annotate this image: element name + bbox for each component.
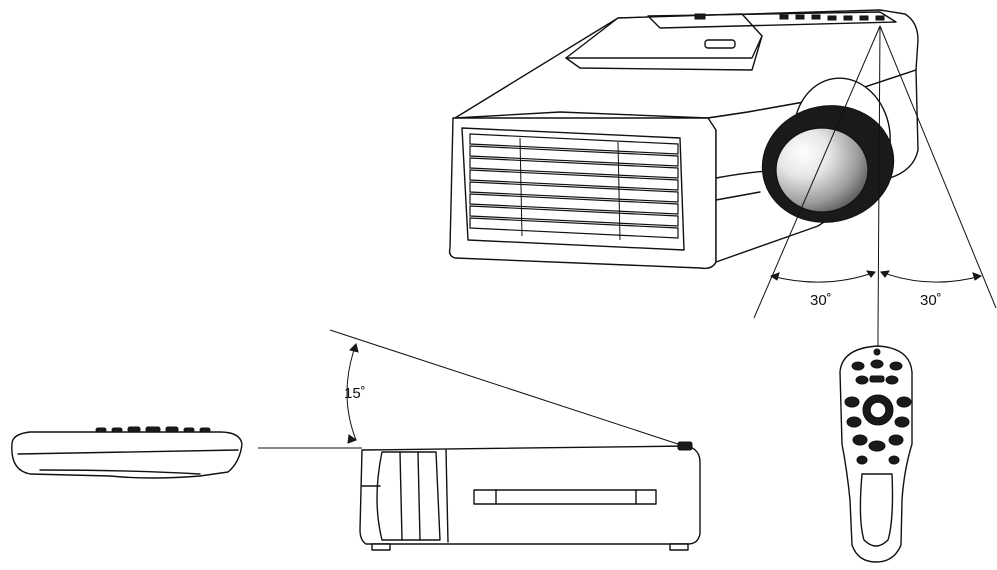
horizontal-angle-right-label: 30˚ bbox=[920, 292, 942, 309]
remote-top-view bbox=[839, 345, 913, 563]
projector-front-view bbox=[448, 9, 919, 270]
horizontal-range-lines bbox=[753, 25, 997, 331]
projector-side-view bbox=[359, 441, 701, 551]
horizontal-angle-left-label: 30˚ bbox=[810, 292, 832, 309]
vertical-angle-label: 15˚ bbox=[344, 385, 366, 402]
vertical-range-lines bbox=[258, 329, 685, 449]
remote-side-view bbox=[11, 426, 243, 479]
